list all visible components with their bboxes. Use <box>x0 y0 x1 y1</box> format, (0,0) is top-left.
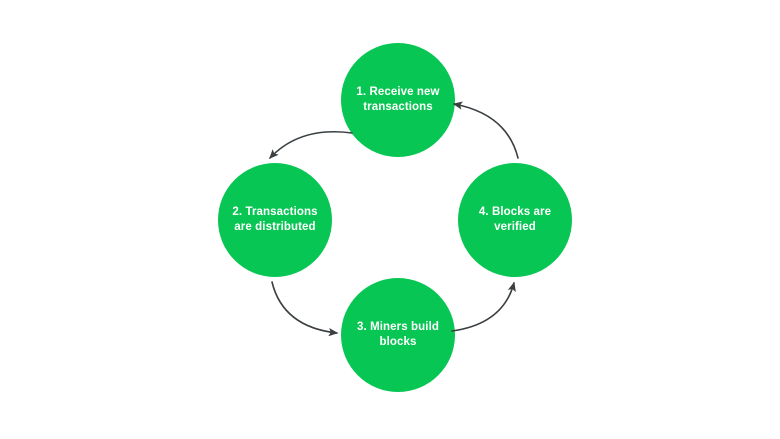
node-circle-transactions-are-distributed[interactable] <box>218 163 332 277</box>
arrow-node2-to-node3 <box>271 281 339 337</box>
node-circle-miners-build-blocks[interactable] <box>341 278 455 392</box>
node-circle-receive-new-transactions[interactable] <box>341 43 455 157</box>
arrow-node3-to-node4 <box>451 281 516 332</box>
node-circle-blocks-are-verified[interactable] <box>458 163 572 277</box>
arrow-node4-to-node1 <box>452 101 519 159</box>
arrow-node1-to-node2 <box>269 130 353 159</box>
